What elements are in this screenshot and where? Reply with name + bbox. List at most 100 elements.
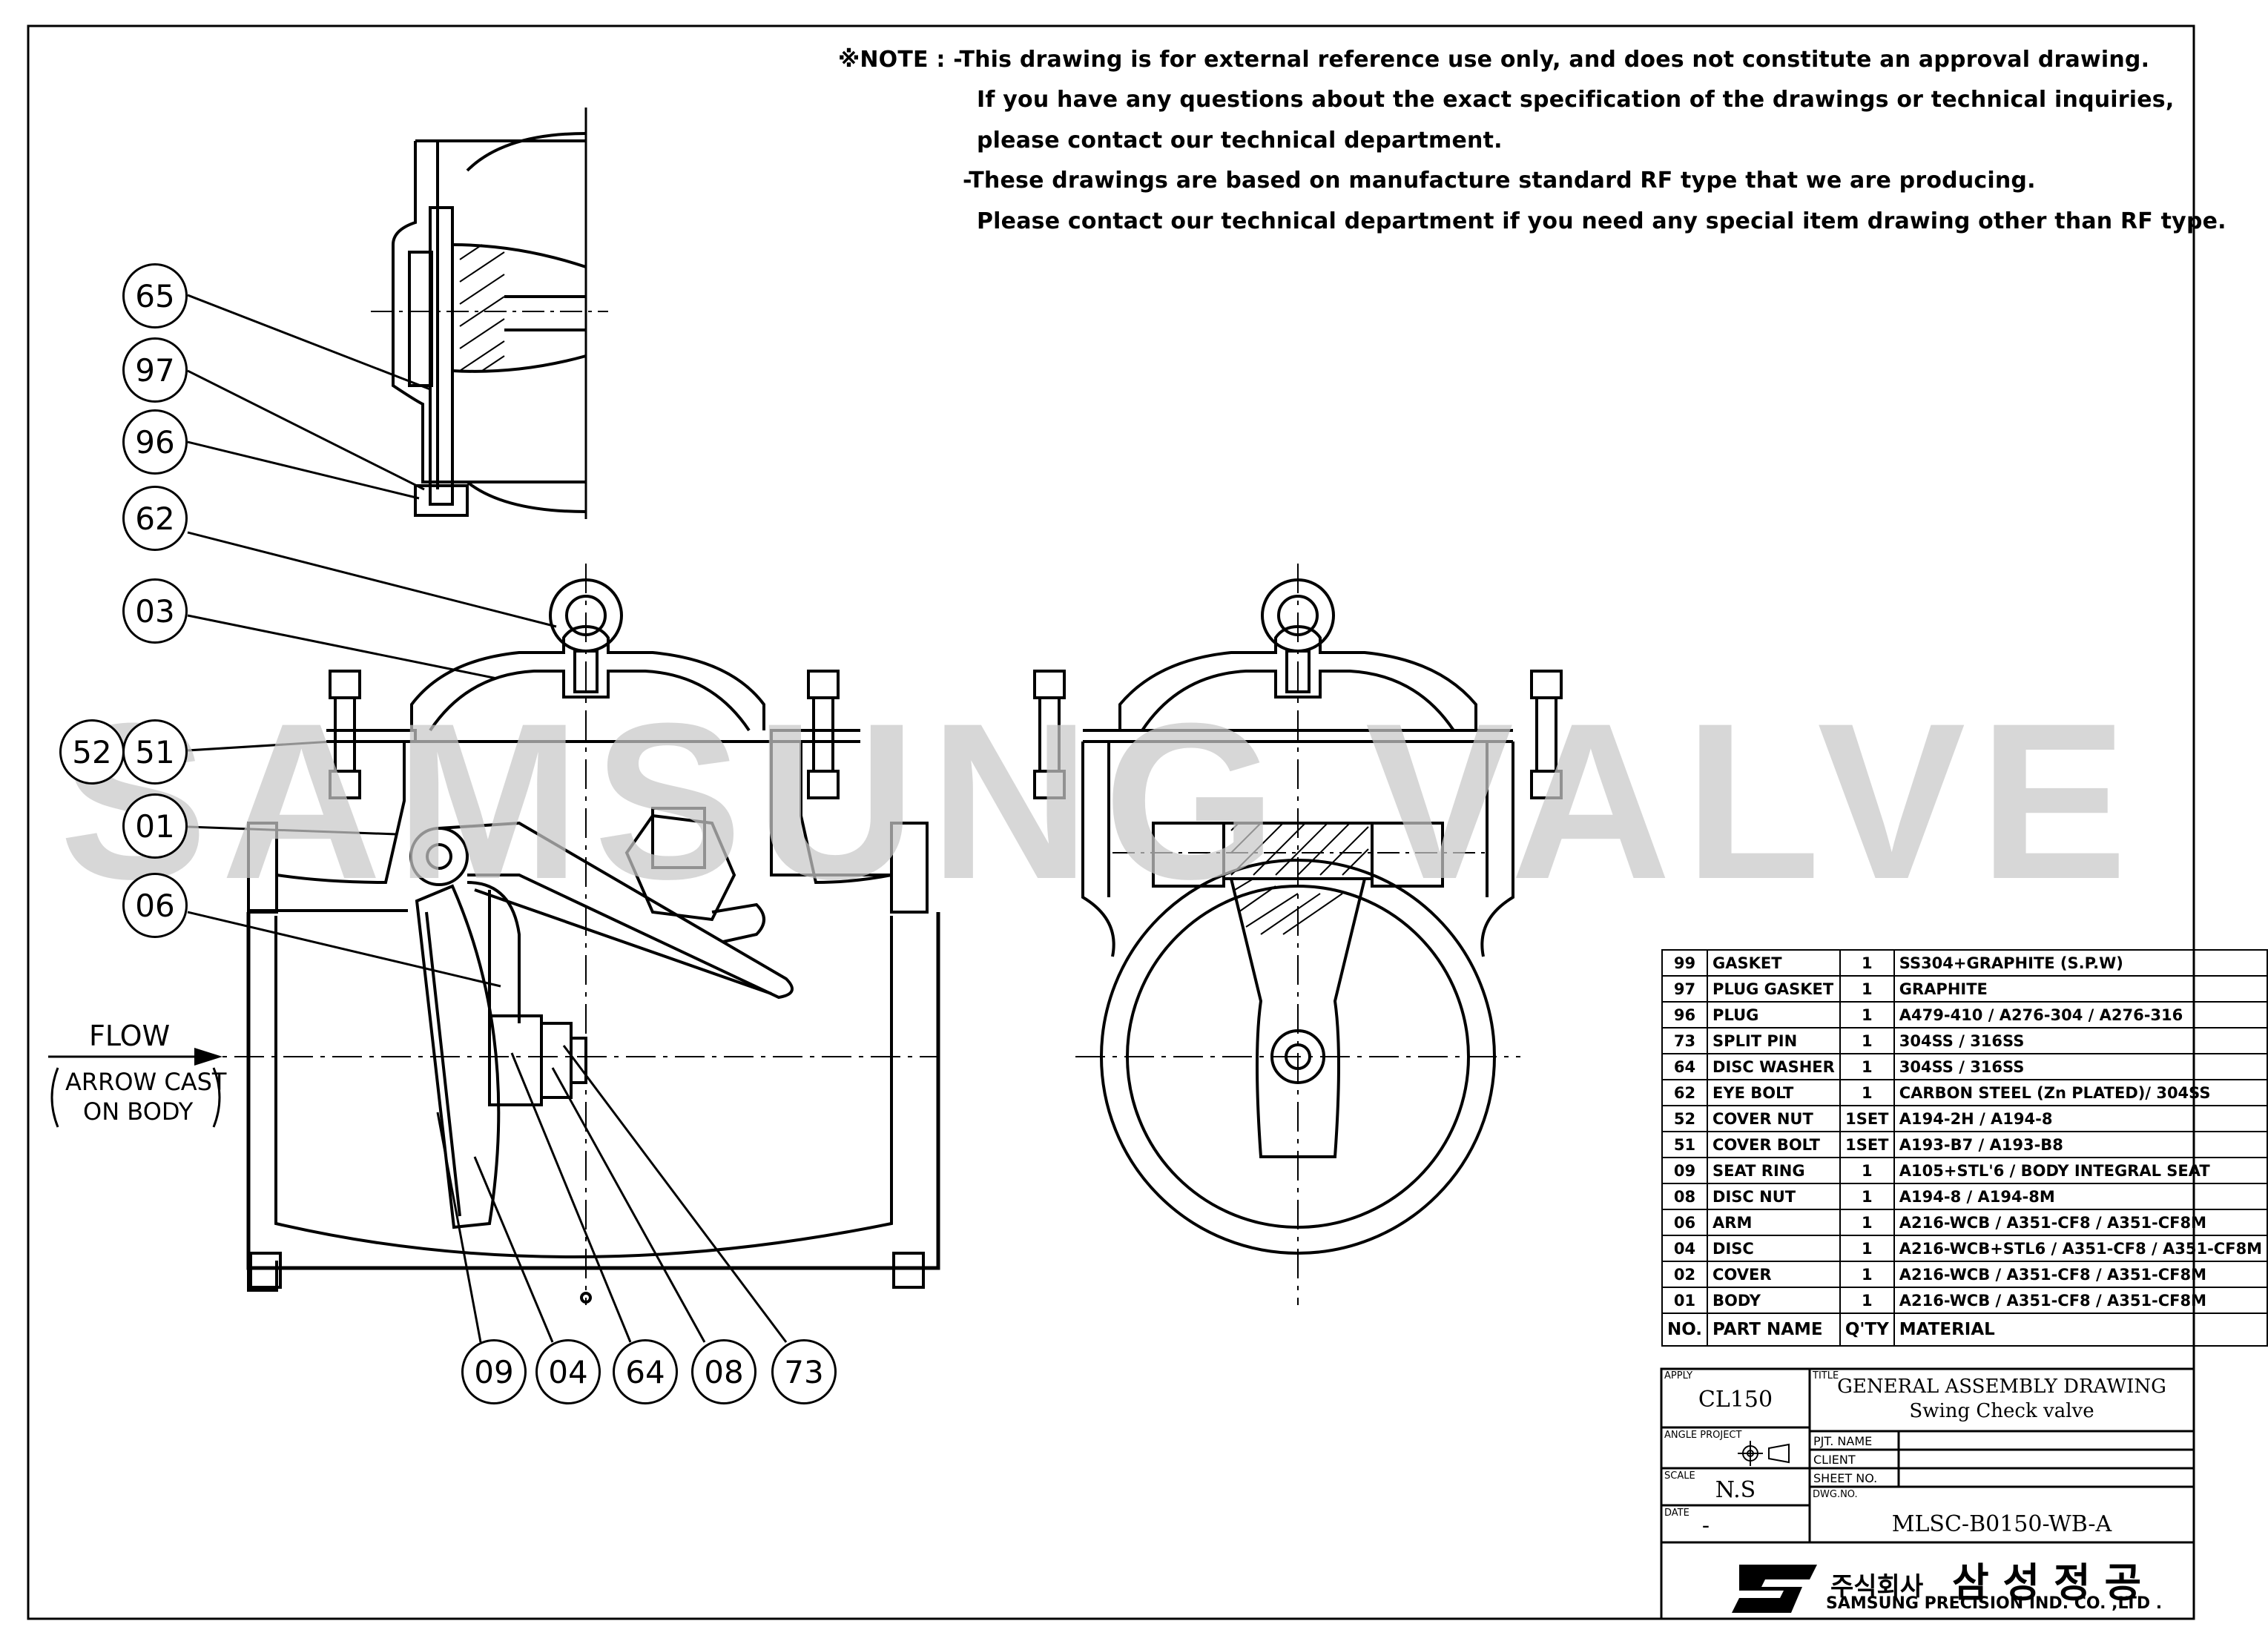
dwg-no-value: MLSC-B0150-WB-A [1891,1511,2112,1537]
row-part-name: SPLIT PIN [1707,1027,1841,1054]
row-material: A194-2H / A194-8 [1893,1105,2268,1132]
end-view-hatch [1230,822,1369,935]
header-part-name: PART NAME [1707,1313,1841,1347]
detail-plug-hatch [459,244,505,372]
note-line-4: -These drawings are based on manufacture… [963,168,2036,194]
balloon-96: 96 [122,409,188,475]
row-material: 304SS / 316SS [1893,1053,2268,1080]
detail-plug-view [371,108,608,519]
title-line-2: Swing Check valve [1909,1400,2094,1422]
row-material: A194-8 / A194-8M [1893,1183,2268,1210]
row-qty: 1 [1839,1027,1895,1054]
company-logo [1732,1565,1817,1613]
row-no: 02 [1661,1261,1709,1288]
row-qty: 1 [1839,1235,1895,1262]
company-korean-prefix: 주식회사 [1830,1572,1924,1602]
balloon-52: 52 [59,719,125,785]
row-part-name: ARM [1707,1209,1841,1236]
row-qty: 1 [1839,1001,1895,1028]
title-block-frame [1660,1367,2195,1620]
row-no: 64 [1661,1053,1709,1080]
row-part-name: SEAT RING [1707,1157,1841,1184]
row-qty: 1SET [1839,1105,1895,1132]
row-material: A193-B7 / A193-B8 [1893,1131,2268,1158]
balloon-65: 65 [122,263,188,328]
watermark: SAMSUNG VALVE [59,676,2141,925]
balloon-97: 97 [122,337,188,403]
row-no: 51 [1661,1131,1709,1158]
row-material: A216-WCB+STL6 / A351-CF8 / A351-CF8M [1893,1235,2268,1262]
row-qty: 1 [1839,1287,1895,1314]
balloon-06: 06 [122,873,188,938]
header-material: MATERIAL [1893,1313,2268,1347]
row-no: 97 [1661,975,1709,1003]
row-qty: 1 [1839,1079,1895,1106]
note-line-5: Please contact our technical department … [977,208,2226,234]
row-qty: 1 [1839,949,1895,977]
dwg-no-label: DWG.NO. [1813,1489,1858,1500]
note-line-3: please contact our technical department. [977,128,1503,153]
balloon-64: 64 [613,1339,678,1404]
row-qty: 1 [1839,975,1895,1003]
row-material: 304SS / 316SS [1893,1027,2268,1054]
row-part-name: COVER NUT [1707,1105,1841,1132]
row-material: CARBON STEEL (Zn PLATED)/ 304SS [1893,1079,2268,1106]
row-no: 52 [1661,1105,1709,1132]
row-part-name: GASKET [1707,949,1841,977]
row-no: 04 [1661,1235,1709,1262]
side-section-view [185,564,940,1305]
title-line-1: GENERAL ASSEMBLY DRAWING [1837,1376,2166,1398]
pjt-name-label: PJT. NAME [1813,1434,1873,1448]
balloon-09: 09 [461,1339,527,1404]
balloon-04: 04 [535,1339,601,1404]
flow-note-line-2: ON BODY [83,1097,194,1126]
header-qty: Q'TY [1839,1313,1895,1347]
scale-value: N.S [1715,1477,1756,1503]
row-qty: 1 [1839,1183,1895,1210]
balloon-03: 03 [122,578,188,644]
company-korean-name: 삼 성 정 공 [1952,1559,2142,1606]
row-part-name: PLUG [1707,1001,1841,1028]
flow-label: FLOW [89,1020,171,1052]
row-part-name: EYE BOLT [1707,1079,1841,1106]
company-english-name: SAMSUNG PRECISION IND. CO. ,LTD . [1826,1594,2163,1613]
row-qty: 1 [1839,1157,1895,1184]
row-material: A216-WCB / A351-CF8 / A351-CF8M [1893,1209,2268,1236]
row-qty: 1SET [1839,1131,1895,1158]
row-material: A479-410 / A276-304 / A276-316 [1893,1001,2268,1028]
row-material: A216-WCB / A351-CF8 / A351-CF8M [1893,1287,2268,1314]
row-part-name: DISC WASHER [1707,1053,1841,1080]
angle-projection-symbol [1738,1441,1790,1466]
row-part-name: DISC NUT [1707,1183,1841,1210]
row-no: 99 [1661,949,1709,977]
row-no: 01 [1661,1287,1709,1314]
row-qty: 1 [1839,1209,1895,1236]
apply-label: APPLY [1664,1370,1693,1381]
balloon-51: 51 [122,719,188,785]
parts-list-header-row: NO. PART NAME Q'TY MATERIAL [1661,1313,2268,1347]
date-label: DATE [1664,1508,1690,1519]
date-value: - [1701,1513,1710,1539]
end-view [1033,564,1563,1305]
balloon-73: 73 [771,1339,837,1404]
row-material: A105+STL'6 / BODY INTEGRAL SEAT [1893,1157,2268,1184]
sheet-border [27,24,2195,1620]
note-line-2: If you have any questions about the exac… [977,87,2175,113]
row-part-name: COVER [1707,1261,1841,1288]
row-part-name: DISC [1707,1235,1841,1262]
sheet-no-label: SHEET NO. [1813,1471,1878,1485]
row-no: 09 [1661,1157,1709,1184]
row-qty: 1 [1839,1261,1895,1288]
scale-label: SCALE [1664,1470,1695,1482]
row-no: 62 [1661,1079,1709,1106]
flow-note-line-1: ARROW CAST [65,1068,227,1096]
flow-arrow [48,1048,222,1128]
row-material: SS304+GRAPHITE (S.P.W) [1893,949,2268,977]
